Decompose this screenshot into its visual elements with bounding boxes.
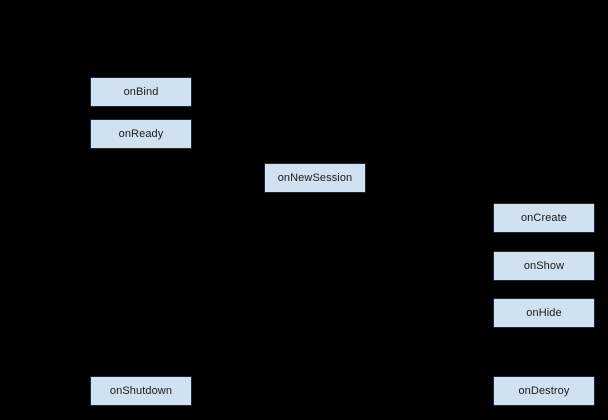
node-on-show-label: onShow: [523, 259, 565, 272]
node-on-ready-label: onReady: [118, 127, 164, 140]
node-on-new-session[interactable]: onNewSession: [264, 163, 366, 193]
node-on-shutdown[interactable]: onShutdown: [90, 376, 192, 406]
node-on-create-label: onCreate: [520, 211, 568, 224]
node-on-hide[interactable]: onHide: [493, 298, 595, 328]
node-on-shutdown-label: onShutdown: [109, 384, 173, 397]
node-on-hide-label: onHide: [526, 306, 562, 319]
node-on-show[interactable]: onShow: [493, 251, 595, 281]
node-on-new-session-label: onNewSession: [277, 171, 353, 184]
node-on-bind-label: onBind: [123, 85, 159, 98]
node-on-destroy[interactable]: onDestroy: [493, 376, 595, 406]
node-on-create[interactable]: onCreate: [493, 203, 595, 233]
node-on-destroy-label: onDestroy: [518, 384, 570, 397]
node-on-ready[interactable]: onReady: [90, 119, 192, 149]
node-on-bind[interactable]: onBind: [90, 77, 192, 107]
